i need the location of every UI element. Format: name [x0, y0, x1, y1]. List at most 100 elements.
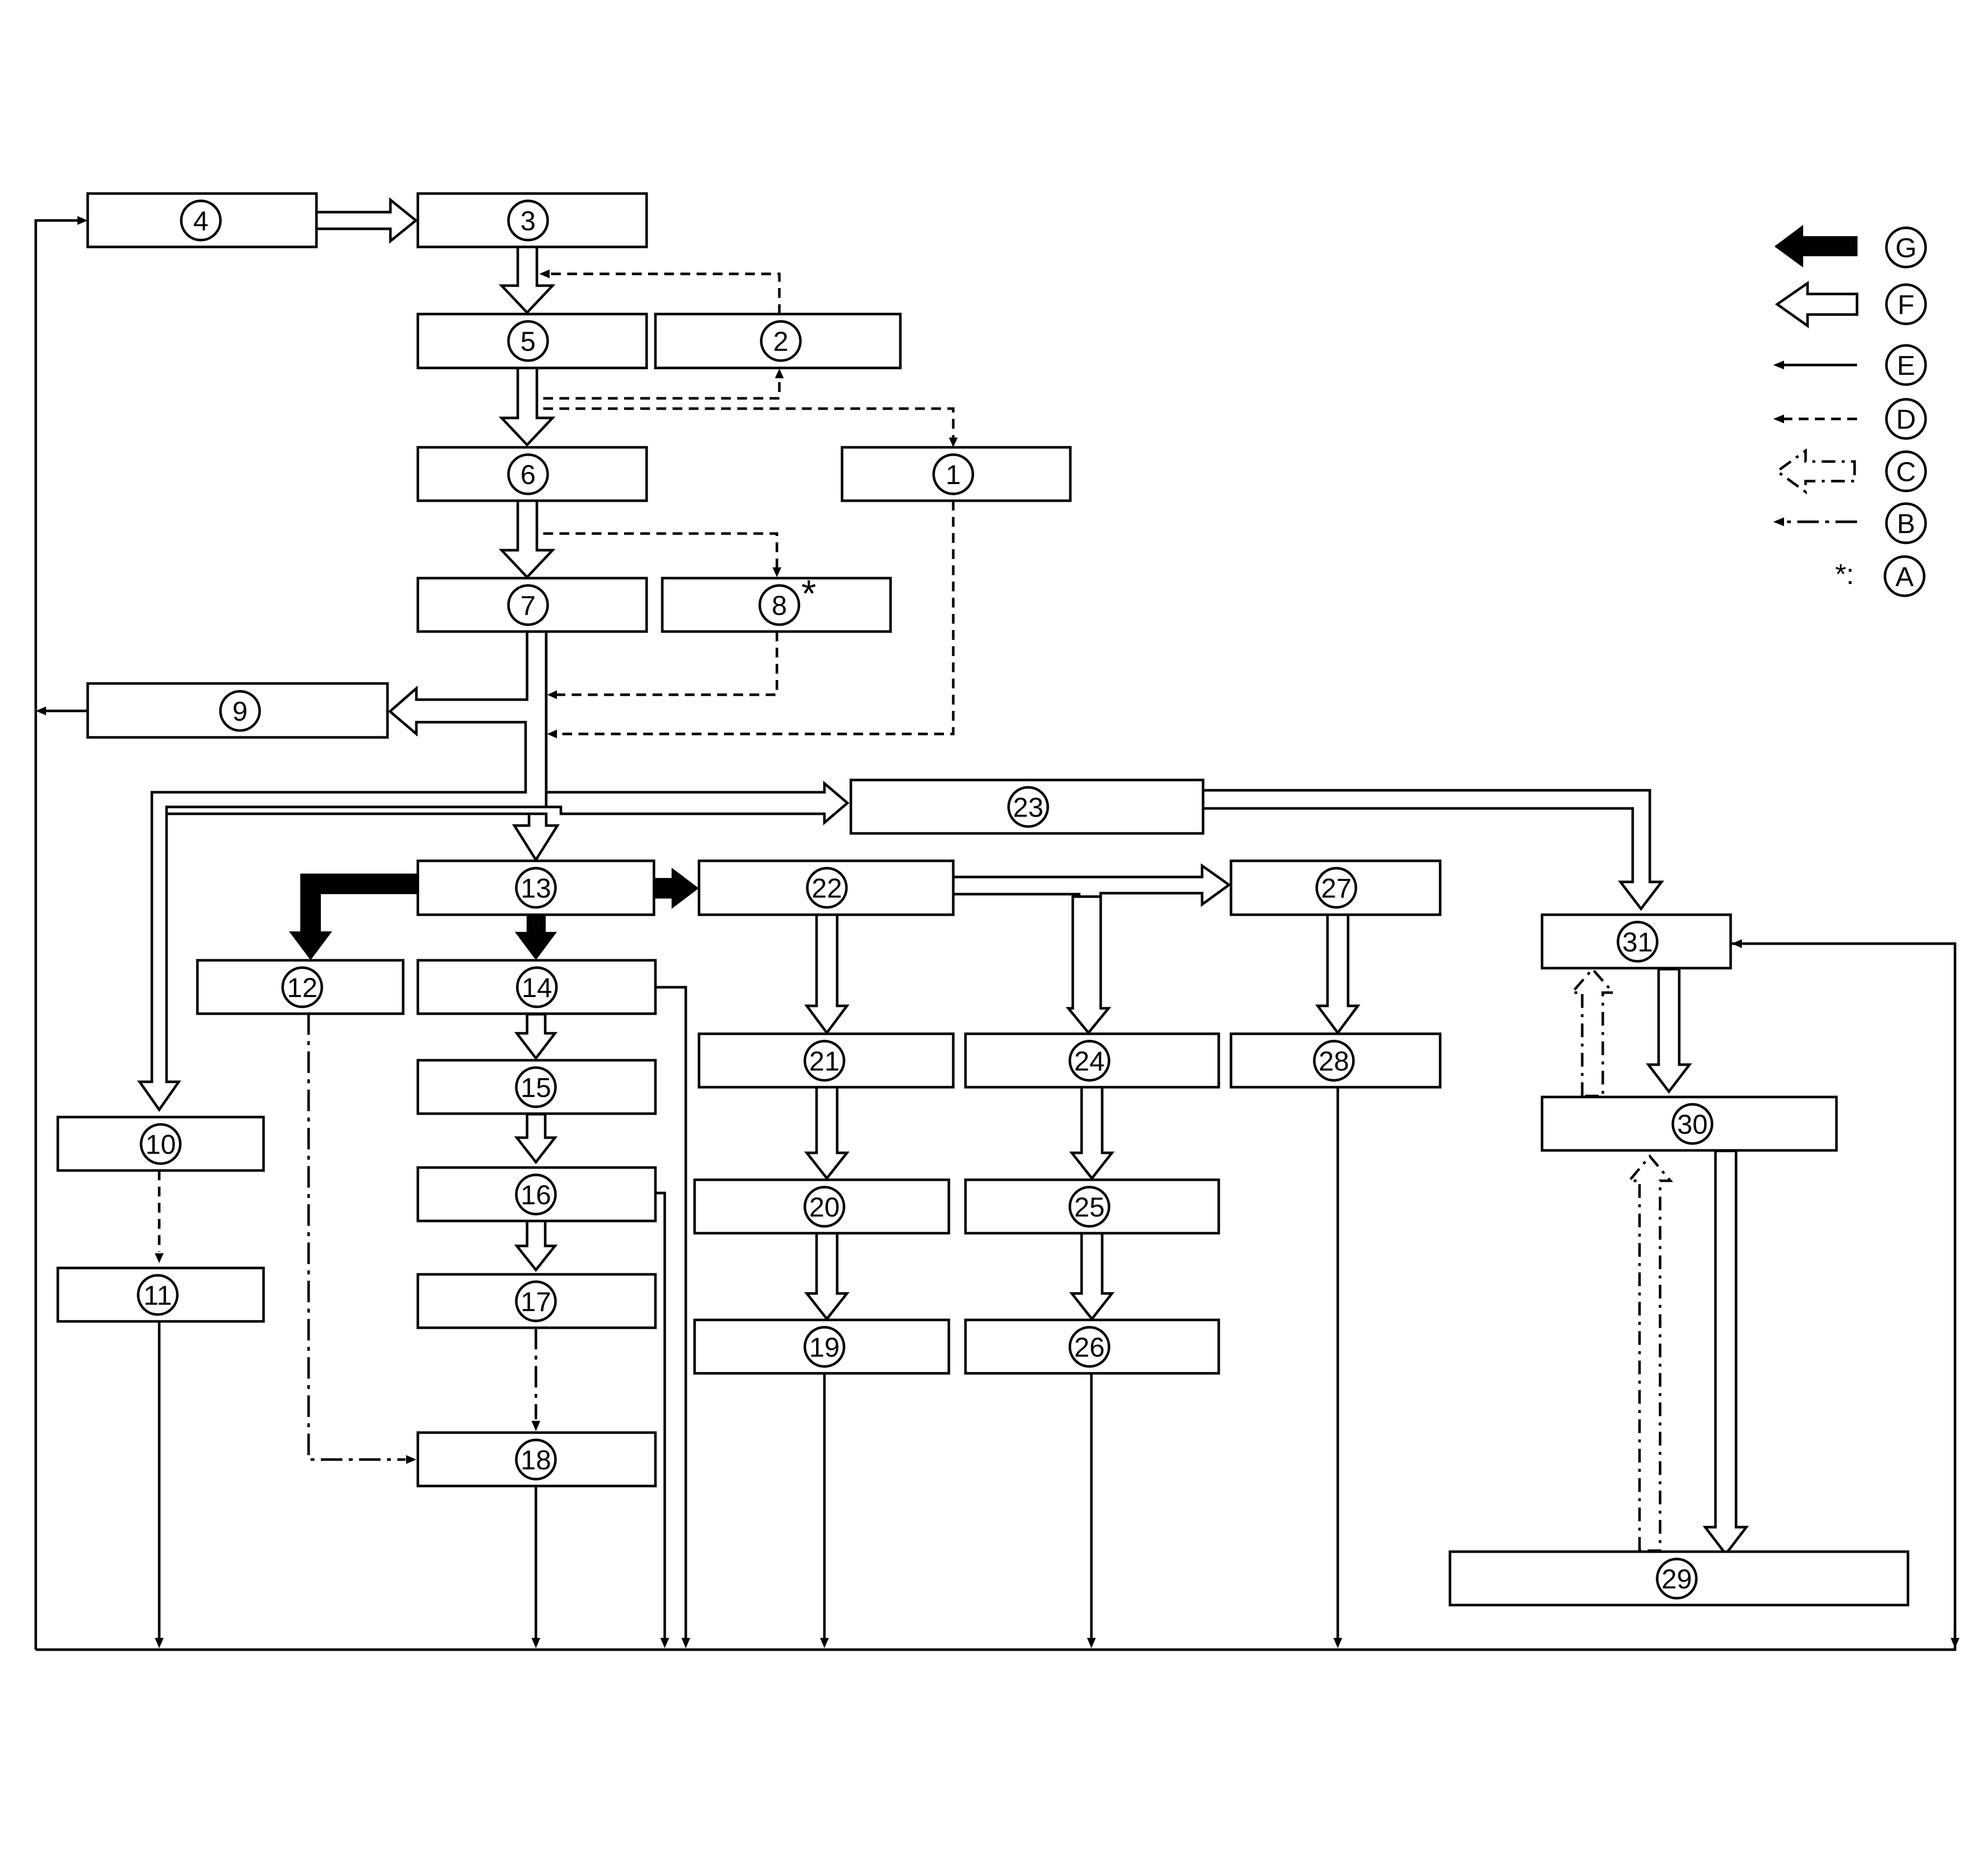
badge-label-13: 13	[521, 873, 551, 903]
arrowhead-16-to-bus	[660, 1638, 669, 1648]
arrowhead-bus-corner	[1951, 1638, 1959, 1648]
legend-label-a: A	[1895, 561, 1914, 592]
dashed-line-arrowhead-icon	[1773, 414, 1784, 423]
legend-badge-d: D	[1885, 398, 1927, 440]
arrowhead-10-to-11	[155, 1253, 164, 1263]
hollow-arrow-22-to-21	[804, 913, 850, 1035]
legend: G F E D C B *: A	[1773, 225, 1927, 597]
dashed-hollow-arrow-30-to-31	[1569, 967, 1616, 1097]
hollow-arrow-20-to-19	[804, 1232, 850, 1321]
hollow-arrow-25-to-26	[1069, 1232, 1115, 1321]
badge-10: 10	[140, 1123, 182, 1165]
badge-label-6: 6	[520, 459, 535, 490]
arrowhead-28-to-bus	[1333, 1638, 1342, 1648]
badge-label-26: 26	[1074, 1332, 1105, 1363]
legend-badge-a: A	[1883, 555, 1926, 597]
arrowhead-1-to-7	[547, 730, 557, 738]
legend-badge-e: E	[1885, 344, 1927, 386]
arrowhead-17-to-18	[531, 1421, 540, 1431]
badge-3: 3	[507, 199, 549, 242]
return-line-to-4	[34, 219, 77, 1650]
badge-label-27: 27	[1321, 873, 1352, 903]
arrowhead-2-to-3	[539, 269, 550, 278]
badge-19: 19	[803, 1326, 845, 1368]
legend-label-c: C	[1896, 456, 1916, 487]
dashed-line-5-to-2	[543, 377, 781, 400]
badge-label-31: 31	[1622, 926, 1653, 957]
legend-badge-b: B	[1885, 502, 1927, 544]
badge-6: 6	[507, 453, 549, 495]
legend-label-e: E	[1897, 350, 1915, 381]
badge-label-21: 21	[809, 1046, 840, 1076]
arrowhead-26-to-bus	[1087, 1638, 1096, 1648]
badge-1: 1	[932, 453, 974, 495]
badge-label-22: 22	[812, 873, 842, 903]
badge-label-8: 8	[772, 590, 787, 621]
arrowhead-9-to-bus	[36, 707, 46, 715]
badge-label-10: 10	[145, 1129, 176, 1160]
badge-9: 9	[219, 690, 261, 732]
legend-label-g: G	[1895, 232, 1917, 263]
legend-label-f: F	[1898, 289, 1914, 320]
badge-12: 12	[281, 966, 323, 1008]
solid-arrow-icon	[1774, 225, 1858, 268]
arrowhead-bus-to-4	[77, 216, 88, 225]
hollow-arrow-3-to-5	[498, 245, 556, 315]
badge-13: 13	[515, 867, 557, 909]
badge-4: 4	[180, 199, 222, 242]
badge-7: 7	[507, 584, 549, 626]
badge-8: 8	[758, 584, 800, 626]
badge-label-16: 16	[521, 1179, 551, 1210]
badge-17: 17	[515, 1280, 557, 1322]
badge-label-30: 30	[1677, 1109, 1708, 1140]
badge-2: 2	[760, 320, 802, 362]
badge-14: 14	[516, 966, 558, 1008]
badge-20: 20	[803, 1186, 845, 1228]
arrowhead-5-to-2	[775, 368, 784, 378]
hollow-arrow-15-to-16	[514, 1113, 558, 1165]
badge-label-24: 24	[1074, 1046, 1105, 1076]
hollow-arrow-31-to-30	[1645, 968, 1692, 1094]
legend-label-b: B	[1897, 508, 1915, 539]
dashed-line-6-to-8	[543, 532, 778, 568]
legend-badge-c: C	[1885, 450, 1927, 492]
badge-label-7: 7	[520, 590, 535, 621]
badge-22: 22	[806, 867, 848, 909]
arrowhead-14-to-bus	[681, 1638, 690, 1648]
badge-label-23: 23	[1013, 792, 1043, 823]
hollow-arrow-7-to-23	[545, 632, 850, 826]
arrowhead-6-to-8	[772, 567, 781, 577]
hollow-arrow-14-to-15	[514, 1013, 558, 1061]
badge-label-14: 14	[522, 972, 552, 1003]
dashed-hollow-arrow-29-to-30	[1626, 1154, 1673, 1552]
badge-label-20: 20	[809, 1192, 840, 1222]
badge-label-17: 17	[521, 1286, 551, 1317]
boxes	[56, 192, 1909, 1607]
badge-label-15: 15	[521, 1072, 551, 1103]
badge-label-1: 1	[945, 459, 961, 490]
return-bus-line	[36, 942, 1956, 1651]
badge-29: 29	[1656, 1558, 1698, 1600]
hollow-arrow-icon	[1775, 281, 1858, 329]
line-14-to-bus	[655, 986, 687, 1639]
badge-25: 25	[1068, 1186, 1110, 1228]
badge-26: 26	[1068, 1326, 1110, 1368]
asterisk-icon: *:	[1835, 559, 1854, 590]
line-16-to-bus	[655, 1192, 666, 1639]
hollow-arrow-27-to-28	[1315, 913, 1361, 1035]
dashed-hollow-arrow-icon	[1775, 448, 1856, 495]
legend-label-d: D	[1896, 404, 1916, 435]
badge-24: 24	[1068, 1040, 1110, 1082]
arrowhead-12-to-18	[406, 1455, 416, 1464]
badges: 4 3 5 2 6 1 7 8 * 9 23 13 22 27 31 12 14…	[137, 199, 1714, 1600]
hollow-arrow-22-to-27	[952, 863, 1231, 907]
hollow-arrow-22-to-24	[1065, 895, 1111, 1035]
badge-28: 28	[1313, 1040, 1355, 1082]
arrowhead-18-to-bus	[531, 1638, 540, 1648]
badge-5: 5	[507, 320, 549, 362]
hollow-arrow-30-to-29	[1702, 1149, 1749, 1557]
solid-arrow-13-to-14	[515, 914, 557, 960]
badge-label-3: 3	[520, 205, 535, 236]
badge-label-12: 12	[287, 972, 317, 1003]
